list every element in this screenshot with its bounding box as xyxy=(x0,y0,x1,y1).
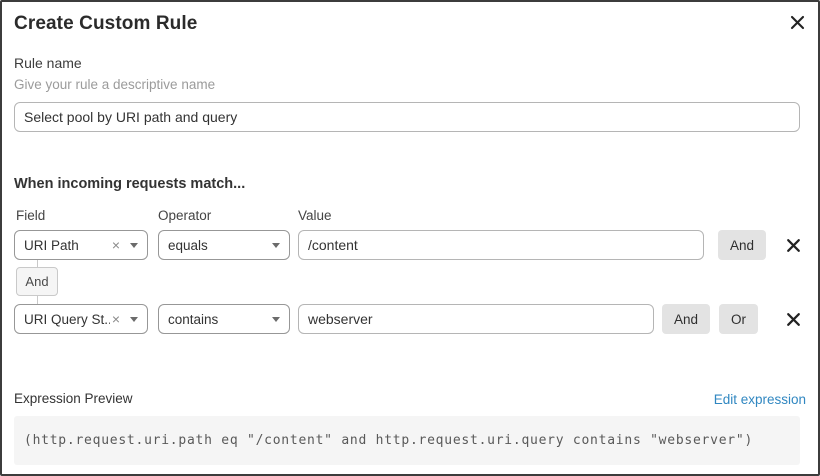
value-column-label: Value xyxy=(298,208,332,223)
chevron-down-icon xyxy=(272,316,280,322)
chevron-down-icon xyxy=(130,242,138,248)
operator-column-label: Operator xyxy=(158,208,212,223)
expression-text: (http.request.uri.path eq "/content" and… xyxy=(24,433,754,448)
edit-expression-link[interactable]: Edit expression xyxy=(713,391,806,407)
operator-select-2[interactable]: contains xyxy=(158,304,290,334)
condition-row-1: URI Path × equals And xyxy=(14,230,806,260)
connector-line xyxy=(36,260,38,267)
rule-name-input[interactable] xyxy=(14,102,800,132)
condition-row-2: URI Query St... × contains And Or xyxy=(14,304,806,334)
field-select-2[interactable]: URI Query St... × xyxy=(14,304,148,334)
add-and-condition-button-2[interactable]: And xyxy=(662,304,711,334)
delete-condition-icon-1[interactable] xyxy=(784,236,803,255)
expression-preview-header: Expression Preview Edit expression xyxy=(14,391,806,407)
operator-select-1-value: equals xyxy=(168,237,208,253)
clear-icon[interactable]: × xyxy=(111,311,120,327)
operator-select-2-value: contains xyxy=(168,311,219,327)
clear-icon[interactable]: × xyxy=(111,237,120,253)
connector-and-badge[interactable]: And xyxy=(16,267,58,296)
field-select-1-value: URI Path xyxy=(24,237,79,253)
operator-select-1[interactable]: equals xyxy=(158,230,290,260)
value-input-2[interactable] xyxy=(298,304,654,334)
expression-preview-label: Expression Preview xyxy=(14,391,133,406)
condition-connector: And xyxy=(16,260,58,304)
dialog-title: Create Custom Rule xyxy=(14,13,198,34)
add-or-condition-button-2[interactable]: Or xyxy=(719,304,759,334)
delete-condition-icon-2[interactable] xyxy=(784,310,803,329)
chevron-down-icon xyxy=(272,242,280,248)
rule-name-label: Rule name xyxy=(14,55,82,71)
close-icon[interactable] xyxy=(787,12,808,33)
field-select-1[interactable]: URI Path × xyxy=(14,230,148,260)
field-column-label: Field xyxy=(16,208,46,223)
add-and-condition-button-1[interactable]: And xyxy=(718,230,767,260)
condition-column-labels: Field Operator Value xyxy=(14,208,806,223)
connector-line xyxy=(36,296,38,304)
expression-preview-code: (http.request.uri.path eq "/content" and… xyxy=(14,416,800,465)
value-input-1[interactable] xyxy=(298,230,704,260)
match-section-heading: When incoming requests match... xyxy=(14,176,246,192)
field-select-2-value: URI Query St... xyxy=(24,311,110,327)
rule-name-helper: Give your rule a descriptive name xyxy=(14,77,216,92)
chevron-down-icon xyxy=(130,316,138,322)
dialog-header: Create Custom Rule xyxy=(14,12,806,36)
